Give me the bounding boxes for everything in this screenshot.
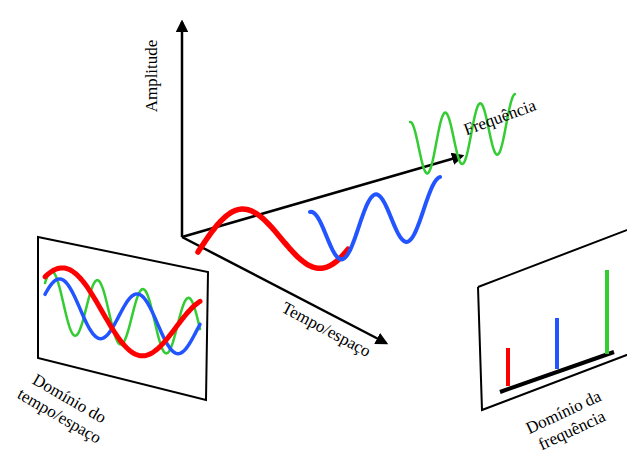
- panel-caption: Domínio da frequência: [512, 382, 623, 463]
- sine-wave: [45, 268, 200, 356]
- spectrum-bar: [555, 318, 559, 369]
- axis-label: Frequência: [459, 95, 541, 141]
- sine-wave: [310, 177, 440, 259]
- amplitude-axis: [181, 22, 184, 237]
- spectrum-bar: [605, 270, 609, 354]
- frequency-domain-panel: [478, 225, 627, 410]
- time-axis: [182, 237, 386, 343]
- time-domain-panel: [38, 237, 208, 400]
- spectrum-bar: [506, 348, 510, 386]
- axis-label: Amplitude: [142, 38, 162, 115]
